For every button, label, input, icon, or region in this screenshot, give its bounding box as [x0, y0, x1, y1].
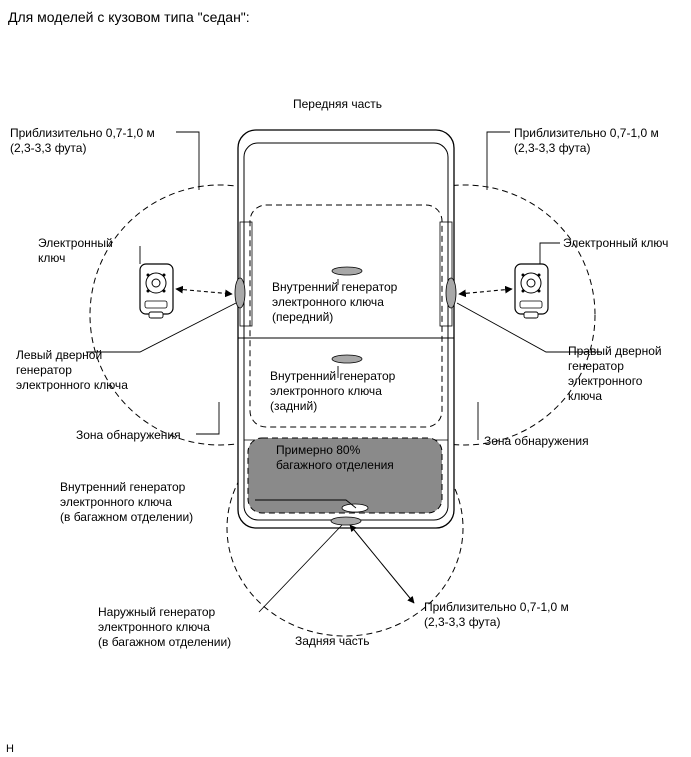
- trunk-exterior-gen-line2: электронного ключа: [98, 620, 210, 634]
- interior-rear-generator: [331, 354, 363, 364]
- trunk-exterior-gen-line1: Наружный генератор: [98, 605, 216, 619]
- front-label: Передняя часть: [293, 97, 382, 111]
- right-distance-line2: (2,3-3,3 фута): [514, 141, 590, 155]
- interior-rear-line3: (задний): [270, 399, 317, 413]
- trunk-exterior-generator: [330, 516, 362, 526]
- left-door-generator: [234, 277, 246, 309]
- right-key-label: Электронный ключ: [563, 236, 668, 250]
- rear-distance-line2: (2,3-3,3 фута): [424, 615, 500, 629]
- rear-label: Задняя часть: [295, 634, 370, 648]
- left-door-window: [239, 221, 253, 327]
- corner-mark: H: [6, 743, 14, 755]
- left-key-label-line1: Электронный: [38, 236, 113, 250]
- interior-rear-line1: Внутренний генератор: [270, 369, 396, 383]
- right-door-gen-line3: электронного: [568, 374, 643, 388]
- trunk-area-line1: Примерно 80%: [276, 443, 361, 457]
- left-distance-line2: (2,3-3,3 фута): [10, 141, 86, 155]
- car-body-outline: [237, 129, 455, 529]
- right-zone-label: Зона обнаружения: [484, 434, 589, 448]
- right-door-gen-line1: Правый дверной: [568, 344, 662, 358]
- right-door-gen-line2: генератор: [568, 359, 624, 373]
- right-detection-zone: [334, 184, 596, 446]
- leader-lines: [86, 131, 602, 613]
- left-key-range-arrow: [175, 285, 233, 298]
- trunk-interior-gen-line1: Внутренний генератор: [60, 480, 186, 494]
- interior-rear-line2: электронного ключа: [270, 384, 382, 398]
- left-distance-line1: Приблизительно 0,7-1,0 м: [10, 126, 155, 140]
- left-door-gen-line2: генератор: [16, 363, 72, 377]
- trunk-exterior-gen-line3: (в багажном отделении): [98, 635, 231, 649]
- interior-front-line3: (передний): [272, 310, 333, 324]
- right-key-range-arrow: [458, 285, 513, 298]
- trunk-detection-area: [247, 437, 443, 514]
- right-door-window: [439, 221, 453, 327]
- interior-front-generator: [331, 266, 363, 276]
- diagram-title: Для моделей с кузовом типа "седан":: [8, 9, 250, 25]
- trunk-interior-gen-line2: электронного ключа: [60, 495, 172, 509]
- interior-front-line2: электронного ключа: [272, 295, 384, 309]
- trunk-interior-generator: [341, 503, 369, 513]
- left-door-gen-line1: Левый дверной: [16, 348, 102, 362]
- trunk-area-line2: багажного отделения: [276, 458, 394, 472]
- right-door-generator: [445, 277, 457, 309]
- left-zone-label: Зона обнаружения: [76, 428, 181, 442]
- left-key-fob-icon: [139, 263, 174, 319]
- left-door-gen-line3: электронного ключа: [16, 378, 128, 392]
- right-key-fob-icon: [514, 263, 549, 319]
- interior-detection-zone: [249, 204, 443, 428]
- right-door-gen-line4: ключа: [568, 389, 602, 403]
- trunk-interior-gen-line3: (в багажном отделении): [60, 510, 193, 524]
- rear-distance-line1: Приблизительно 0,7-1,0 м: [424, 600, 569, 614]
- right-distance-line1: Приблизительно 0,7-1,0 м: [514, 126, 659, 140]
- interior-front-line1: Внутренний генератор: [272, 280, 398, 294]
- rear-distance-arrow: [349, 524, 415, 604]
- left-key-label-line2: ключ: [38, 251, 65, 265]
